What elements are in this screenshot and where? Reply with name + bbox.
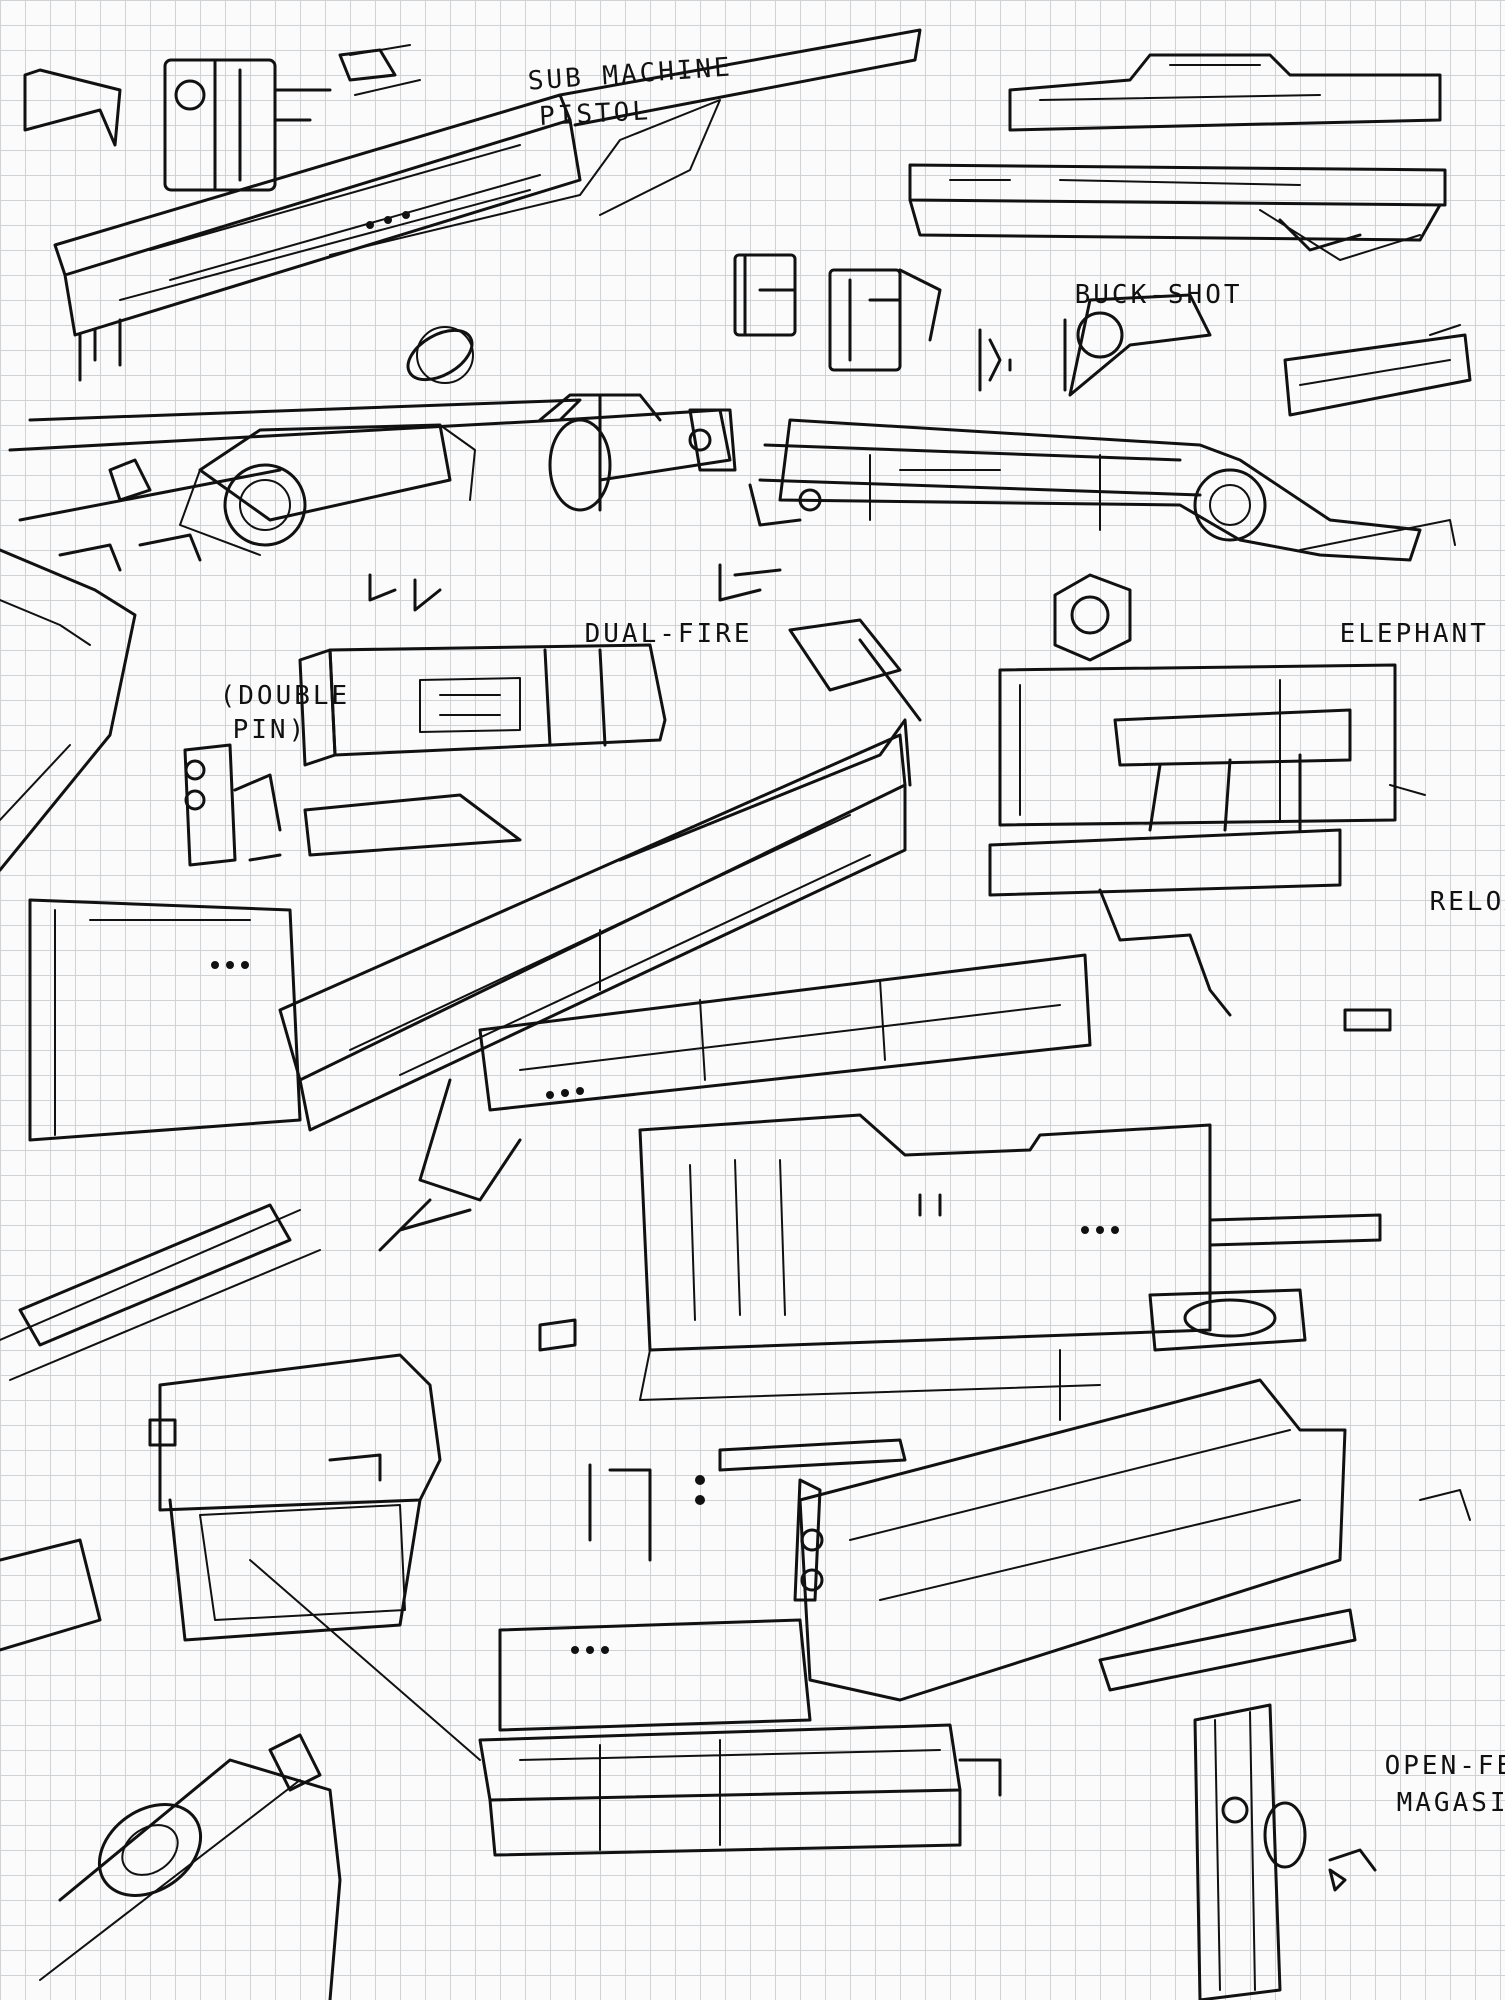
double-pin-label-line2: PIN) xyxy=(232,715,308,745)
double-pin-label-line1: (DOUBLE xyxy=(219,681,351,711)
pistol-label: PISTOL xyxy=(462,60,654,172)
open-fed-label-line1: OPEN-FED xyxy=(1384,1751,1505,1781)
open-fed-label: OPEN-FED xyxy=(1310,1715,1505,1817)
sub-machine-label-line2: PISTOL xyxy=(538,96,652,133)
buck-shot-label-text: BUCK-SHOT xyxy=(1074,280,1243,310)
double-pin-sketch xyxy=(183,618,922,867)
open-fed-magazine-sketch xyxy=(1193,1703,1377,2000)
handle-detail-sketch xyxy=(39,1559,481,2000)
dual-fire-sketch xyxy=(8,393,782,612)
elephant-gun-label: ELEPHANT GUN xyxy=(1265,583,1505,685)
magasine-label: MAGASINE xyxy=(1322,1752,1505,1854)
reload-sketch xyxy=(988,573,1426,1032)
reload-label-text: RELOAD xyxy=(1429,887,1505,917)
bottom-rifle-sketch xyxy=(478,1618,1002,1857)
sub-machine-pistol-sketch xyxy=(23,28,922,384)
open-fed-label-line2: MAGASINE xyxy=(1396,1788,1505,1818)
dual-fire-label-text: DUAL-FIRE xyxy=(584,619,753,649)
heavy-gun-sketch xyxy=(538,1113,1382,1421)
large-stock-sketch xyxy=(0,548,137,872)
double-pin-label-second: PIN) xyxy=(158,679,307,781)
central-rifle-sketch xyxy=(28,718,1092,1252)
buck-shot-label: BUCK-SHOT xyxy=(1000,244,1243,346)
lower-left-sketch xyxy=(0,1203,442,1652)
small-component-sketches xyxy=(733,253,1472,417)
elephant-gun-sketch xyxy=(748,418,1456,562)
reload-label: RELOAD xyxy=(1355,851,1505,953)
elephant-gun-label-text: ELEPHANT GUN xyxy=(1339,619,1489,649)
dual-fire-label: DUAL-FIRE xyxy=(510,583,753,685)
buck-shot-sketch xyxy=(908,53,1447,261)
lower-right-sketch xyxy=(588,1378,1471,1702)
double-pin-label: (DOUBLE xyxy=(145,645,350,747)
